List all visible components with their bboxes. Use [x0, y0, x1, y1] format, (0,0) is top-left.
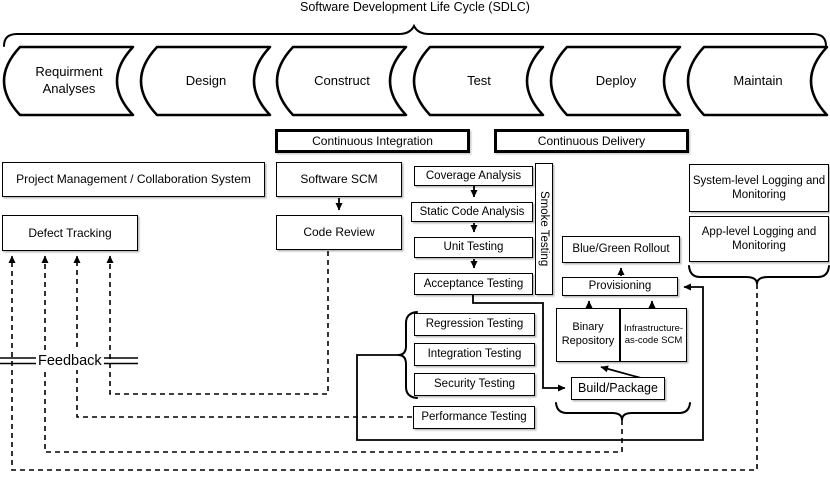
diagram-title: Software Development Life Cycle (SDLC)	[300, 0, 530, 14]
build-group-brace	[555, 402, 691, 421]
cylinder-design	[139, 45, 272, 117]
cylinder-maintain	[686, 45, 829, 117]
cylinder-deploy	[549, 45, 682, 117]
sdlc-brace	[3, 23, 827, 47]
phase-construct: Construct	[314, 72, 370, 88]
arrow-build-to-binaryrepo	[600, 365, 642, 379]
box-system-logging: System-level Logging and Monitoring	[689, 164, 829, 212]
phase-design: Design	[185, 72, 227, 88]
box-binary-repository: Binary Repository	[556, 308, 620, 362]
path-testing-group-to-provisioning	[356, 283, 704, 441]
box-coverage-analysis: Coverage Analysis	[414, 166, 533, 186]
band-continuous-integration: Continuous Integration	[275, 129, 470, 153]
phase-test: Test	[467, 72, 491, 88]
logging-group-brace	[688, 265, 830, 285]
box-blue-green-rollout: Blue/Green Rollout	[562, 236, 680, 263]
feedback-double-rails	[0, 357, 138, 365]
box-project-management: Project Management / Collaboration Syste…	[2, 162, 265, 197]
box-app-logging: App-level Logging and Monitoring	[689, 216, 829, 262]
feedback-from-performance-testing	[73, 255, 412, 418]
phase-deploy: Deploy	[595, 72, 637, 88]
box-smoke-testing: Smoke Testing	[535, 163, 553, 295]
feedback-from-code-review	[106, 251, 329, 395]
box-acceptance-testing: Acceptance Testing	[414, 273, 533, 295]
box-performance-testing: Performance Testing	[413, 406, 535, 429]
path-acceptance-to-build	[472, 295, 566, 392]
box-unit-testing: Unit Testing	[414, 237, 533, 258]
box-build-package: Build/Package	[571, 377, 665, 400]
box-integration-testing: Integration Testing	[414, 343, 535, 366]
box-regression-testing: Regression Testing	[414, 313, 535, 336]
phase-requirement-analyses: Requirment Analyses	[35, 64, 103, 96]
band-continuous-delivery: Continuous Delivery	[494, 129, 689, 153]
box-defect-tracking: Defect Tracking	[2, 215, 138, 251]
box-code-review: Code Review	[276, 215, 402, 250]
feedback-label: Feedback	[36, 351, 104, 370]
phase-maintain: Maintain	[733, 72, 783, 88]
box-software-scm: Software SCM	[276, 162, 402, 197]
box-infrastructure-scm: Infrastructure- as-code SCM	[620, 308, 687, 362]
box-static-code-analysis: Static Code Analysis	[411, 202, 533, 222]
cylinder-requirement-analyses	[2, 45, 135, 117]
box-provisioning: Provisioning	[562, 277, 678, 296]
cylinder-construct	[275, 45, 408, 117]
cylinder-test	[412, 45, 545, 117]
box-security-testing: Security Testing	[414, 373, 535, 396]
